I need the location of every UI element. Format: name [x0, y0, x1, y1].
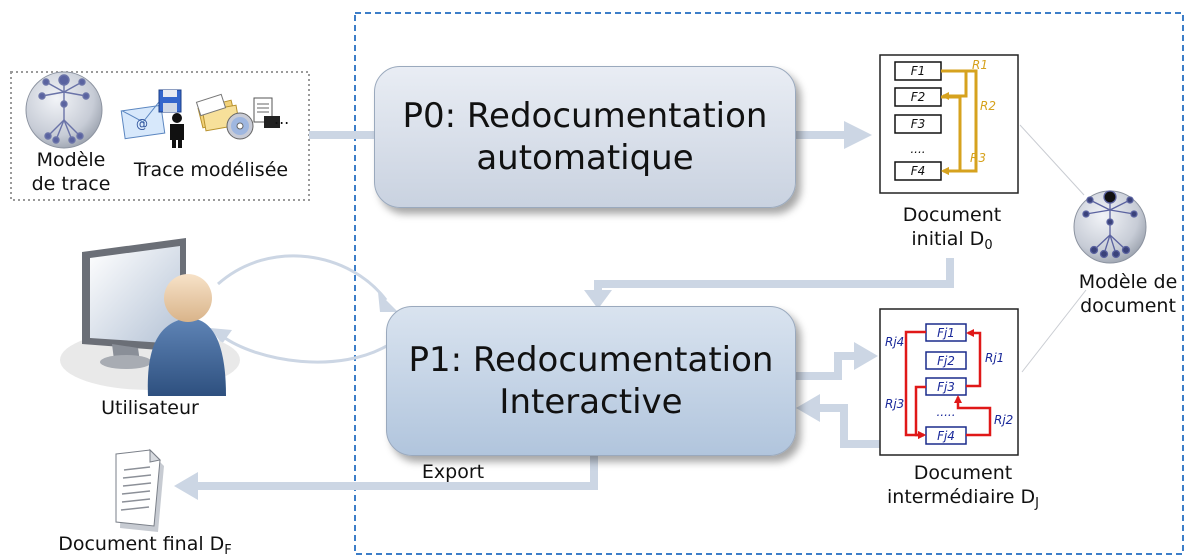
- person-icon: [170, 113, 184, 148]
- arrow-export-b: [196, 482, 598, 490]
- arrow-p1-to-dj-head: [854, 342, 878, 370]
- arrow-dj-to-p1-a: [840, 440, 880, 448]
- final-document-icon: [115, 448, 164, 532]
- trace-model-label: Modèle de trace: [22, 148, 120, 196]
- document-model-label-line2: document: [1080, 295, 1176, 317]
- intermediate-document-label-line2: intermédiaire DJ: [868, 485, 1058, 511]
- process-p1-subtitle: Interactive: [499, 382, 683, 422]
- final-document-label: Document final DF: [20, 532, 270, 558]
- relation-label: R3: [970, 151, 986, 165]
- intermediate-document-label-line1: Document: [913, 462, 1013, 484]
- arrow-p0-to-d0-shaft: [794, 131, 846, 139]
- document-model-label: Modèle de document: [1068, 270, 1188, 318]
- fragment-box: [925, 351, 967, 370]
- relation-label: R1: [972, 58, 988, 72]
- model-link-dj: [1021, 289, 1087, 373]
- arrow-p1-to-dj-b: [834, 352, 842, 380]
- document-model-icon: [1073, 190, 1147, 264]
- arrow-user-to-p1: [217, 254, 388, 301]
- fragment-label: F4: [911, 164, 926, 178]
- trace-model-label-line1: Modèle: [36, 149, 106, 171]
- arrow-p1-to-dj-c: [834, 352, 856, 360]
- initial-document-label-line1: Document: [902, 204, 1002, 226]
- trace-model-label-line2: de trace: [31, 173, 111, 195]
- arrow-dj-to-p1-b: [840, 404, 848, 448]
- relation-line: [966, 329, 982, 388]
- email-icon: @: [120, 101, 166, 140]
- process-p0-title: P0: Redocumentation: [402, 96, 768, 136]
- floppy-icon: [158, 89, 182, 113]
- intermediate-document-label-sub: J: [1035, 496, 1039, 511]
- fragment-label: F2: [911, 90, 926, 104]
- arrow-user-to-p1-head: [378, 292, 398, 312]
- fragment-box: [894, 114, 942, 134]
- user-computer-icon: [60, 238, 240, 396]
- final-document-label-sub: F: [224, 543, 232, 558]
- process-p0: P0: Redocumentation automatique: [374, 66, 796, 208]
- arrow-p1-to-dj-a: [794, 372, 842, 380]
- fragment-label: F3: [911, 117, 926, 131]
- fragment-label: Fj2: [937, 354, 955, 368]
- model-link-d0: [1019, 124, 1085, 196]
- cd-icon: [226, 112, 254, 140]
- arrow-d0-to-p1-head: [584, 290, 612, 309]
- fragment-label: Fj3: [937, 380, 955, 394]
- arrow-p0-to-d0-head: [844, 121, 872, 149]
- fragment-ellipsis: ....: [910, 142, 925, 156]
- export-label: Export: [421, 461, 485, 483]
- initial-document-label-line2: initial D0: [872, 227, 1032, 253]
- arrow-d0-to-p1-b: [594, 280, 954, 288]
- svg-text:@: @: [136, 117, 148, 131]
- intermediate-document-label: Document intermédiaire DJ: [868, 461, 1058, 511]
- intermediate-document-label-text: intermédiaire D: [887, 486, 1036, 508]
- process-p1: P1: Redocumentation Interactive: [386, 306, 796, 456]
- final-document-label-text: Document final D: [58, 533, 225, 555]
- initial-document-label-text: initial D: [911, 228, 985, 250]
- trace-ellipsis: ...: [274, 109, 289, 128]
- relation-label: Rj4: [885, 335, 904, 349]
- modeled-trace-label: Trace modélisée: [133, 159, 289, 181]
- relation-line: [954, 395, 992, 437]
- flow-arrows: [174, 121, 954, 500]
- fragment-label: Fj4: [937, 429, 955, 443]
- arrow-d0-to-p1-c: [594, 280, 602, 294]
- arrow-export-a: [590, 450, 598, 490]
- relation-label: Rj1: [985, 351, 1004, 365]
- initial-document-label: Document initial D0: [872, 203, 1032, 253]
- relation-line: [941, 95, 962, 175]
- fragment-ellipsis: .....: [936, 405, 955, 419]
- arrow-dj-to-p1-head: [796, 394, 820, 422]
- fragment-label: Fj1: [937, 326, 955, 340]
- system-boundary: [354, 12, 1184, 555]
- relation-line: [914, 385, 926, 439]
- arrow-p1-to-user: [221, 334, 391, 364]
- arrow-trace-to-p0: [309, 131, 379, 139]
- trace-model-icon: [25, 71, 103, 149]
- arrow-export-head: [174, 472, 198, 500]
- process-p0-subtitle: automatique: [476, 138, 694, 178]
- document-icon: [253, 97, 280, 128]
- document-model-label-line1: Modèle de: [1078, 271, 1178, 293]
- relation-label: R2: [980, 99, 996, 113]
- arrow-d0-to-p1-a: [946, 258, 954, 288]
- initial-document-label-sub: 0: [984, 238, 993, 253]
- fragment-label: F1: [911, 64, 926, 78]
- relation-label: Rj2: [994, 413, 1013, 427]
- user-label: Utilisateur: [101, 397, 199, 419]
- intermediate-document: Fj1 Fj2 Fj3 ..... Fj4 Rj4 Rj1 Rj3 Rj2: [879, 308, 1019, 456]
- arrow-dj-to-p1-c: [818, 404, 848, 412]
- arrow-p1-to-user-head: [210, 328, 232, 344]
- relation-label: Rj3: [885, 397, 904, 411]
- process-p1-title: P1: Redocumentation: [408, 340, 774, 380]
- initial-document: F1 F2 F3 .... F4 R1 R2 R3: [879, 54, 1019, 194]
